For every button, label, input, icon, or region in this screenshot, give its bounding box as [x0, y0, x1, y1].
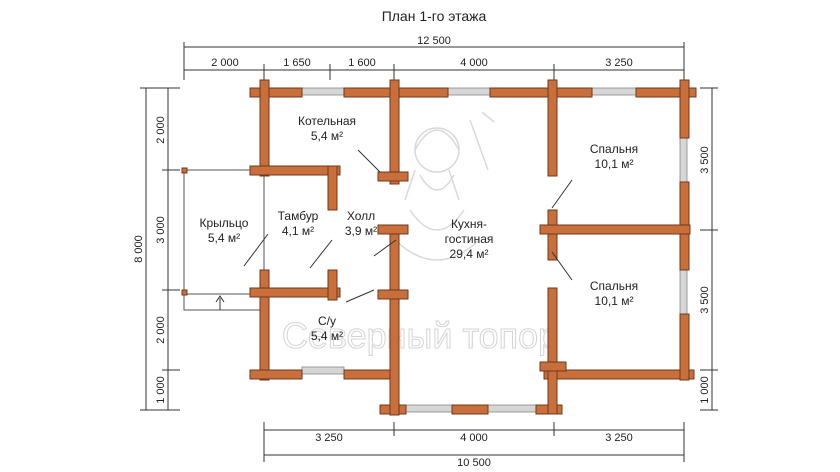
room-bedroom2-name: Спальня	[590, 279, 638, 293]
room-bathroom-area: 5,4 м²	[311, 329, 343, 343]
room-boiler-area: 5,4 м²	[311, 129, 343, 143]
room-bedroom1-area: 10,1 м²	[595, 157, 634, 171]
watermark-text: Северный топор	[282, 315, 558, 356]
room-hall-name: Холл	[347, 209, 375, 223]
dim-left-total: 8 000	[133, 235, 145, 263]
room-vestibule-area: 4,1 м²	[282, 224, 314, 238]
room-porch-name: Крыльцо	[200, 216, 249, 230]
room-kitchen-name-1: Кухня-	[451, 217, 487, 231]
dim-top-4: 4 000	[460, 57, 488, 69]
entry-arrow-icon	[215, 295, 225, 303]
dim-right-2: 3 500	[699, 286, 711, 314]
lumberjack-logo-icon	[394, 111, 495, 261]
room-bedroom2-area: 10,1 м²	[595, 294, 634, 308]
room-vestibule-name: Тамбур	[278, 209, 319, 223]
dim-left-4: 1 000	[155, 376, 167, 404]
dim-top-5: 3 250	[605, 57, 633, 69]
room-labels: Котельная 5,4 м² Спальня 10,1 м² Тамбур …	[200, 114, 639, 343]
room-boiler-name: Котельная	[298, 114, 356, 128]
dim-left-3: 2 000	[155, 316, 167, 344]
dim-right-3: 1 000	[699, 376, 711, 404]
room-bathroom-name: С/у	[318, 314, 336, 328]
plan-title: План 1-го этажа	[382, 8, 487, 24]
room-bedroom1-name: Спальня	[590, 142, 638, 156]
room-porch-area: 5,4 м²	[208, 231, 240, 245]
dim-bottom-1: 3 250	[315, 432, 343, 444]
windows	[301, 87, 688, 413]
dim-top-total: 12 500	[417, 35, 451, 47]
dim-top-2: 1 650	[283, 57, 311, 69]
doors	[243, 149, 573, 303]
dim-top-1: 2 000	[211, 57, 239, 69]
walls	[249, 79, 697, 416]
dim-bottom-total: 10 500	[457, 457, 491, 469]
dim-bottom-2: 4 000	[460, 432, 488, 444]
dim-left-1: 2 000	[155, 116, 167, 144]
room-kitchen-name-2: гостиная	[445, 232, 494, 246]
dim-right-1: 3 500	[699, 146, 711, 174]
room-hall-area: 3,9 м²	[345, 224, 377, 238]
dim-top-3: 1 600	[348, 57, 376, 69]
dimension-lines	[140, 42, 718, 462]
dim-left-2: 3 000	[155, 216, 167, 244]
dim-bottom-3: 3 250	[605, 432, 633, 444]
room-kitchen-area: 29,4 м²	[450, 247, 489, 261]
